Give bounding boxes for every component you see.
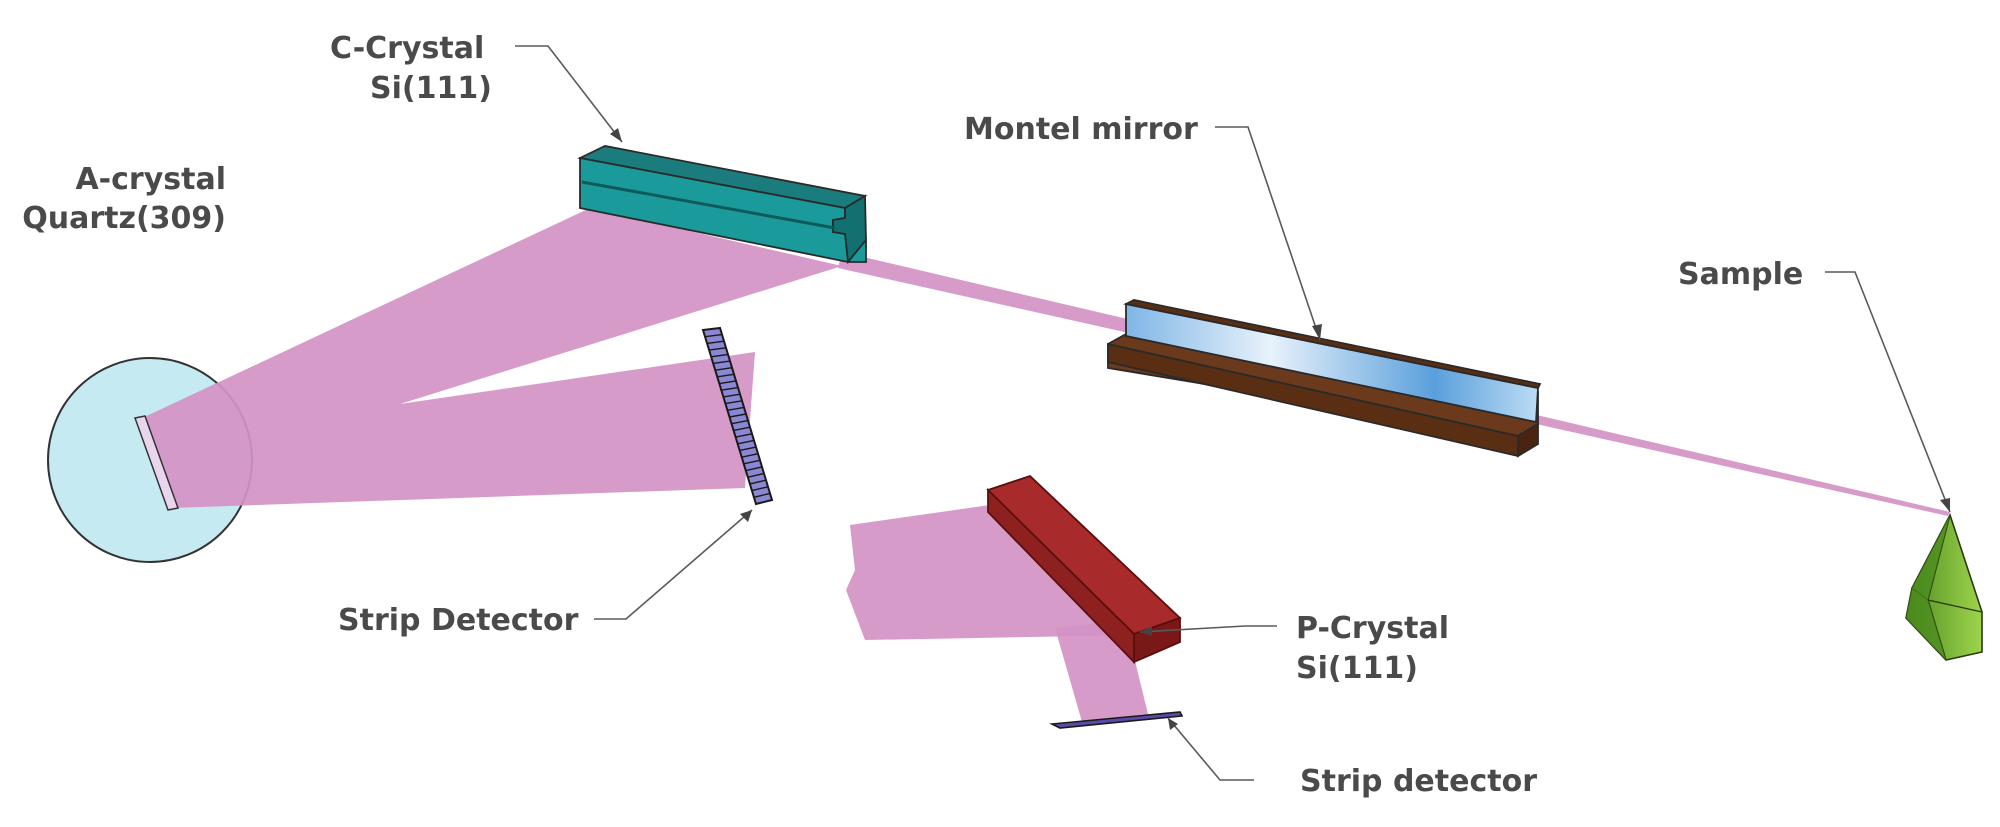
detector-strip [733, 426, 751, 432]
detector-strip [745, 466, 763, 472]
strip-detector-2-label: Strip detector [1300, 764, 1537, 799]
detector-strip [709, 347, 727, 351]
sample-label: Sample [1678, 257, 1803, 292]
detector-strip [737, 439, 755, 445]
detector-strip [731, 419, 749, 425]
detector-strip [749, 479, 767, 485]
p-crystal [986, 474, 1182, 665]
detector-strip [717, 373, 735, 378]
c-crystal [577, 145, 868, 265]
detector-strip [735, 433, 753, 438]
detector-strip [741, 453, 759, 458]
strip-detector-2 [1049, 711, 1184, 729]
detector-strip [719, 380, 737, 385]
detector-strip [739, 446, 757, 452]
a-crystal-label-line1: A-crystal [75, 162, 226, 197]
detector-strip [723, 393, 741, 398]
p-crystal-label-line2: Si(111) [1296, 651, 1418, 686]
leader-lines [515, 45, 1951, 781]
montel-mirror [1107, 299, 1542, 458]
sample [1905, 512, 1983, 661]
p-crystal-label-line1: P-Crystal [1296, 611, 1449, 646]
detector-strip [727, 406, 745, 411]
c-crystal-label-line1: C-Crystal [330, 31, 484, 66]
a-crystal-plate [134, 415, 179, 511]
detector-strip [729, 413, 747, 418]
detector-strip [706, 340, 725, 345]
detector-strip [721, 386, 739, 391]
detector-strip [713, 360, 731, 365]
detector-strip [715, 366, 733, 371]
detector-strip [711, 353, 729, 358]
detector-strip [725, 400, 743, 405]
leader-arrowheads [610, 128, 1950, 730]
strip-detector-1 [701, 326, 774, 506]
beam-p-crystal-in [846, 505, 1140, 640]
strip-detector-1-label: Strip Detector [338, 603, 579, 638]
montel-mirror-label: Montel mirror [964, 112, 1198, 147]
detector-strip [747, 472, 765, 478]
detector-strip [704, 333, 723, 338]
detector-strip [751, 486, 769, 492]
detector-strip [743, 459, 761, 465]
c-crystal-label-line2: Si(111) [370, 71, 492, 106]
detector-strip [753, 492, 771, 498]
a-crystal-label-line2: Quartz(309) [22, 201, 226, 236]
beam-c-to-a [138, 208, 842, 508]
